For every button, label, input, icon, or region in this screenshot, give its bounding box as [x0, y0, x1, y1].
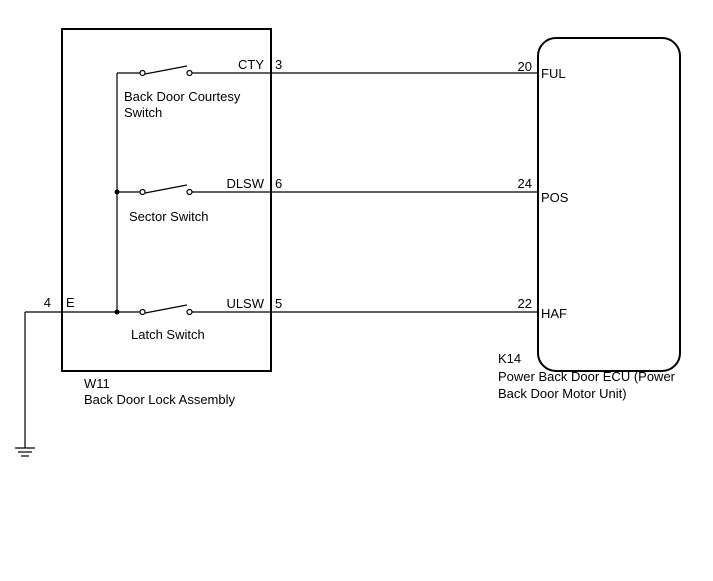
- cty-pin-number: 3: [275, 57, 282, 72]
- latch-switch-label: Latch Switch: [131, 327, 205, 342]
- pos-pin-number: 24: [518, 176, 532, 191]
- dlsw-pin-name: DLSW: [226, 176, 264, 191]
- k14-code: K14: [498, 351, 521, 366]
- ful-pin-number: 20: [518, 59, 532, 74]
- pos-pin-name: POS: [541, 190, 569, 205]
- ulsw-pin-number: 5: [275, 296, 282, 311]
- ground-icon: [15, 447, 35, 457]
- w11-connector-box: [61, 28, 272, 372]
- dlsw-pin-number: 6: [275, 176, 282, 191]
- ground-pin-name: E: [66, 295, 75, 310]
- ulsw-pin-name: ULSW: [226, 296, 264, 311]
- ground-pin-number: 4: [44, 295, 51, 310]
- ful-pin-name: FUL: [541, 66, 566, 81]
- latch-switch-symbol: [62, 304, 271, 316]
- k14-ecu-box: [537, 37, 681, 372]
- cty-pin-name: CTY: [238, 57, 264, 72]
- courtesy-switch-label-2: Switch: [124, 105, 162, 120]
- haf-pin-name: HAF: [541, 306, 567, 321]
- courtesy-switch-label-1: Back Door Courtesy: [124, 89, 241, 104]
- k14-name-line2: Back Door Motor Unit): [498, 386, 627, 401]
- sector-switch-label: Sector Switch: [129, 209, 208, 224]
- courtesy-switch-symbol: [117, 65, 271, 77]
- w11-code: W11: [84, 376, 110, 391]
- k14-name-line1: Power Back Door ECU (Power: [498, 369, 676, 384]
- haf-pin-number: 22: [518, 296, 532, 311]
- w11-name: Back Door Lock Assembly: [84, 392, 236, 407]
- sector-switch-symbol: [117, 184, 271, 196]
